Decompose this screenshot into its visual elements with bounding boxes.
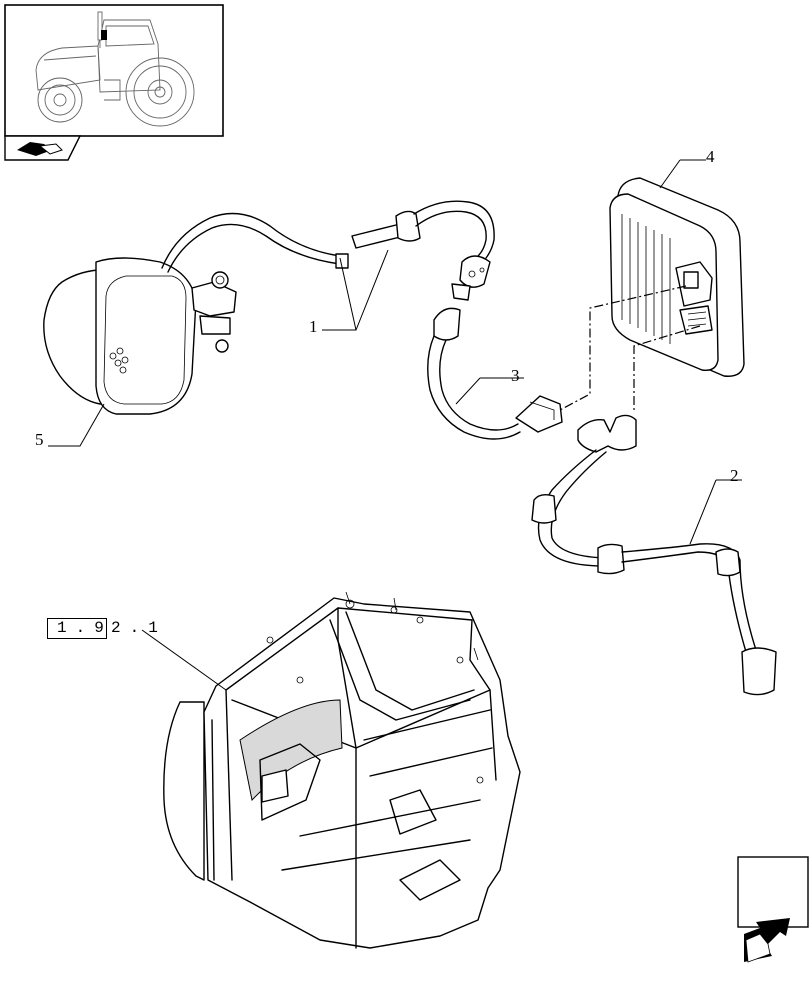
harness-3 [427, 307, 563, 440]
next-page-arrow-icon [744, 918, 790, 963]
tractor-icon [35, 11, 195, 127]
tractor-thumbnail[interactable] [4, 4, 224, 137]
callout-4: 4 [706, 147, 715, 166]
callout-5: 5 [35, 430, 44, 449]
cable-1 [351, 200, 495, 301]
leader-lines [48, 159, 742, 691]
section-tab-icon [17, 142, 63, 156]
cross-reference-box[interactable]: 1.9 [47, 618, 107, 639]
harness-2 [531, 414, 777, 696]
connection-dashed-lines [559, 285, 701, 411]
work-lamp [43, 212, 349, 415]
cab-frame [163, 591, 521, 949]
callout-1: 1 [309, 317, 318, 336]
control-module [609, 177, 745, 377]
callout-3: 3 [511, 366, 520, 385]
callout-2: 2 [730, 466, 739, 485]
section-tab[interactable] [4, 135, 82, 161]
next-page-arrow-button[interactable] [737, 856, 809, 963]
cross-reference-tail: 2.1 [111, 619, 167, 637]
